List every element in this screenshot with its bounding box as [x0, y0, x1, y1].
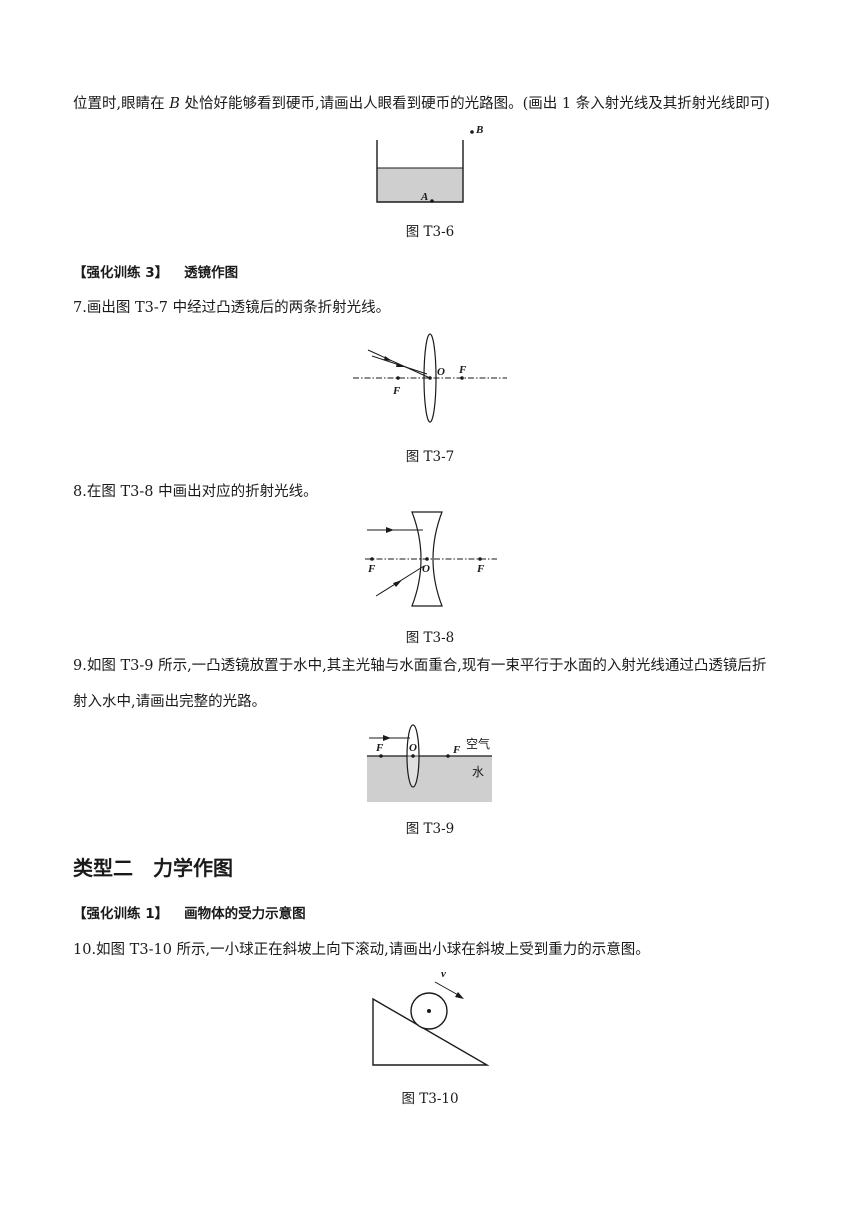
figure-t3-7: F O F: [353, 333, 507, 423]
focus-left: [370, 557, 374, 561]
label-o: O: [409, 742, 417, 754]
caption-t3-10: 图 T3-10: [401, 1091, 459, 1107]
label-a: A: [420, 191, 428, 203]
question-9-line-1: 9.如图 T3-9 所示,一凸透镜放置于水中,其主光轴与水面重合,现有一束平行于…: [73, 658, 767, 674]
focus-right: [478, 557, 482, 561]
label-air: 空气: [466, 736, 490, 751]
arrow-icon: [396, 363, 405, 367]
question-7-text: 7.画出图 T3-7 中经过凸透镜后的两条折射光线。: [73, 300, 391, 316]
figure-t3-10: v: [372, 968, 490, 1066]
ball-center: [427, 1009, 431, 1013]
caption-t3-7: 图 T3-7: [405, 449, 455, 465]
convex-lens: [423, 333, 437, 423]
figure-t3-8: F O F: [365, 511, 497, 607]
eye-point: [470, 130, 474, 134]
question-8-text: 8.在图 T3-8 中画出对应的折射光线。: [73, 484, 318, 500]
section-heading-force: 【强化训练 1】画物体的受力示意图: [73, 906, 306, 922]
container-outline: [376, 140, 464, 203]
optical-center: [428, 376, 432, 380]
caption-t3-6: 图 T3-6: [405, 224, 455, 240]
label-f-left: F: [375, 742, 384, 754]
caption-t3-8: 图 T3-8: [405, 630, 455, 646]
arrow-icon: [455, 992, 464, 999]
focus-right: [446, 754, 450, 758]
coin-point: [430, 199, 434, 203]
arrow-icon: [383, 735, 391, 741]
focus-left: [396, 376, 400, 380]
question-9-line-2: 射入水中,请画出完整的光路。: [73, 694, 267, 710]
arrow-icon: [384, 356, 392, 361]
optical-center: [425, 557, 429, 561]
optical-center: [411, 754, 415, 758]
type-2-heading: 类型二 力学作图: [73, 856, 233, 880]
question-10-text: 10.如图 T3-10 所示,一小球正在斜坡上向下滚动,请画出小球在斜坡上受到重…: [73, 942, 650, 958]
label-f-right: F: [452, 744, 461, 756]
label-b: B: [475, 124, 483, 136]
focus-left: [379, 754, 383, 758]
water-region: [367, 756, 492, 802]
label-water: 水: [472, 765, 484, 779]
figure-t3-9: F O F 空气 水: [367, 724, 492, 802]
slope-triangle: [372, 997, 490, 1066]
arrow-icon: [386, 527, 394, 533]
label-v: v: [441, 968, 446, 980]
velocity-arrow-line: [434, 981, 461, 997]
label-f-left: F: [367, 563, 376, 575]
point-b-ref: B: [169, 96, 180, 112]
label-f-right: F: [476, 563, 485, 575]
figure-t3-6: A B: [376, 124, 483, 203]
caption-t3-9: 图 T3-9: [405, 821, 455, 837]
label-f-right: F: [458, 364, 467, 376]
water-region: [377, 168, 463, 202]
question-6-text: 位置时,眼睛在 B 处恰好能够看到硬币,请画出人眼看到硬币的光路图。(画出 1 …: [73, 96, 770, 112]
label-f-left: F: [392, 385, 401, 397]
label-o: O: [422, 563, 430, 575]
focus-right: [460, 376, 464, 380]
concave-lens: [411, 511, 443, 607]
section-heading-lens: 【强化训练 3】透镜作图: [73, 265, 239, 281]
arrow-icon: [393, 580, 402, 587]
label-o: O: [437, 366, 445, 378]
